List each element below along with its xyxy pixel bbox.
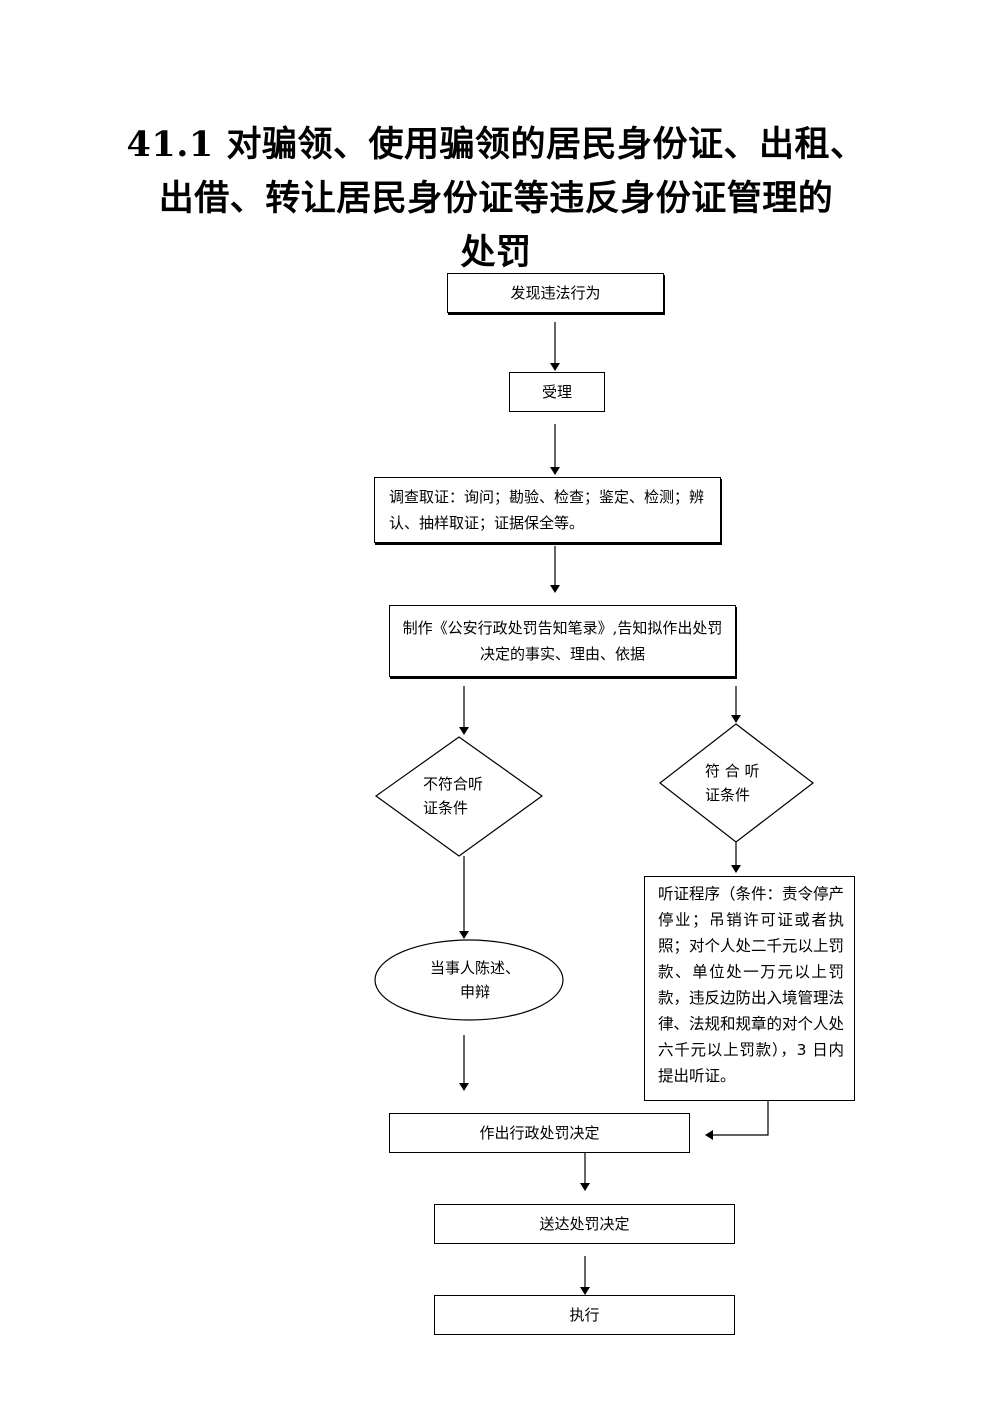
- not-eligible-diamond: [374, 736, 544, 857]
- notify-label: 制作《公安行政处罚告知笔录》,告知拟作出处罚决定的事实、理由、依据: [402, 619, 723, 663]
- execute-box: 执行: [434, 1295, 735, 1335]
- arrow-hearing-to-decision: [705, 1101, 769, 1140]
- eligible-line-1: 符 合 听: [705, 762, 760, 780]
- title-line-3: 处罚: [460, 232, 532, 273]
- hearing-procedure-box: 听证程序（条件：责令停产停业；吊销许可证或者执照；对个人处二千元以上罚款、单位处…: [644, 876, 855, 1101]
- hearing-procedure-label: 听证程序（条件：责令停产停业；吊销许可证或者执照；对个人处二千元以上罚款、单位处…: [658, 885, 845, 1085]
- statement-line-1: 当事人陈述、: [429, 959, 520, 977]
- title-line-1: 41.1 对骗领、使用骗领的居民身份证、出租、: [126, 124, 866, 165]
- discover-violation-box: 发现违法行为: [447, 273, 664, 313]
- statement-label: 当事人陈述、 申辩: [419, 956, 531, 1004]
- notify-box: 制作《公安行政处罚告知笔录》,告知拟作出处罚决定的事实、理由、依据: [389, 605, 736, 677]
- discover-violation-label: 发现违法行为: [510, 284, 601, 302]
- eligible-label: 符 合 听 证条件: [705, 759, 760, 807]
- not-eligible-line-1: 不符合听: [423, 775, 484, 793]
- not-eligible-label: 不符合听 证条件: [423, 772, 483, 820]
- accept-box: 受理: [509, 372, 605, 412]
- eligible-line-2: 证条件: [705, 786, 751, 804]
- investigate-label: 调查取证：询问；勘验、检查；鉴定、检测；辨认、抽样取证；证据保全等。: [389, 488, 705, 532]
- investigate-box: 调查取证：询问；勘验、检查；鉴定、检测；辨认、抽样取证；证据保全等。: [374, 477, 721, 543]
- statement-ellipse: [374, 939, 564, 1021]
- not-eligible-line-2: 证条件: [423, 799, 469, 817]
- deliver-box: 送达处罚决定: [434, 1204, 735, 1244]
- execute-label: 执行: [569, 1306, 600, 1324]
- decision-label: 作出行政处罚决定: [479, 1124, 600, 1142]
- eligible-diamond: [659, 723, 814, 843]
- statement-line-2: 申辩: [459, 983, 490, 1001]
- title-line-2: 出借、转让居民身份证等违反身份证管理的: [158, 178, 834, 219]
- page-title: 41.1 对骗领、使用骗领的居民身份证、出租、 出借、转让居民身份证等违反身份证…: [96, 118, 896, 280]
- decision-box: 作出行政处罚决定: [389, 1113, 690, 1153]
- accept-label: 受理: [541, 383, 572, 401]
- deliver-label: 送达处罚决定: [539, 1215, 630, 1233]
